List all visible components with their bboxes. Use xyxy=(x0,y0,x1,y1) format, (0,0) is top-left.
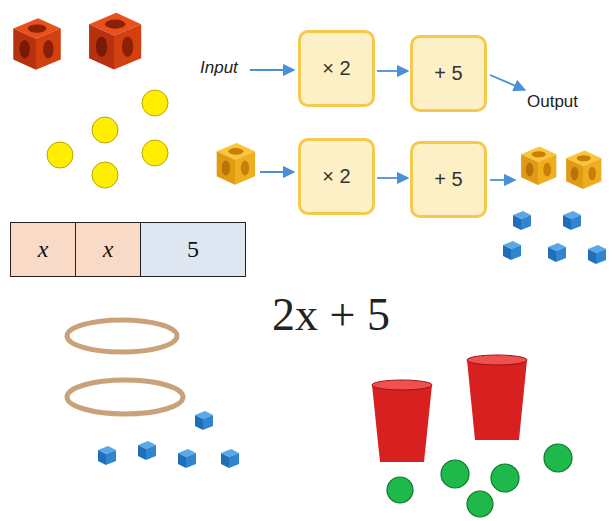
output-label: Output xyxy=(527,92,578,112)
box-text: + 5 xyxy=(434,168,462,191)
function-box: + 5 xyxy=(410,141,487,218)
input-label: Input xyxy=(200,58,238,78)
flow-arrow xyxy=(377,177,408,179)
flow-arrow xyxy=(377,70,408,72)
function-box: × 2 xyxy=(298,138,375,215)
box-text: x xyxy=(103,236,114,263)
function-box: × 2 xyxy=(298,30,375,107)
box-text: × 2 xyxy=(322,57,350,80)
box-text: × 2 xyxy=(322,165,350,188)
box-text: 5 xyxy=(187,236,199,263)
expression: 2x + 5 xyxy=(272,288,390,341)
tape-cell: x xyxy=(10,222,76,277)
function-box: + 5 xyxy=(410,35,487,112)
tape-cell: 5 xyxy=(140,222,246,277)
tape-cell: x xyxy=(75,222,141,277)
box-text: x xyxy=(38,236,49,263)
box-text: + 5 xyxy=(434,62,462,85)
